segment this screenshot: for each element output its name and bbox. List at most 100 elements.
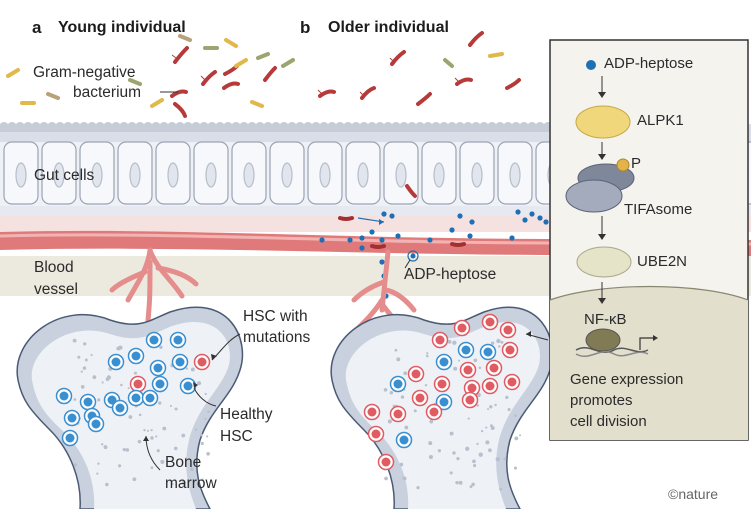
pathway-phosphate: P: [631, 155, 641, 172]
adp-heptose-molecule: [529, 211, 534, 216]
marrow-speck: [485, 427, 487, 429]
marrow-speck: [105, 483, 108, 486]
cell-nucleus: [16, 163, 26, 187]
marrow-speck: [498, 345, 500, 347]
marrow-speck: [174, 447, 178, 451]
marrow-speck: [416, 486, 419, 489]
marrow-speck: [205, 393, 207, 395]
marrow-speck: [384, 477, 388, 481]
marrow-speck: [74, 463, 77, 466]
adp-heptose-molecule: [359, 245, 364, 250]
marrow-speck: [162, 427, 166, 431]
marrow-speck: [134, 372, 137, 375]
label-gut-cells: Gut cells: [34, 166, 94, 185]
alpk1-protein-icon: [576, 106, 630, 138]
marrow-speck: [170, 405, 172, 407]
marrow-speck: [503, 458, 506, 461]
adp-heptose-molecule: [427, 237, 432, 242]
cell-nucleus: [206, 163, 216, 187]
marrow-speck: [147, 430, 149, 432]
marrow-speck: [496, 457, 500, 461]
marrow-speck: [157, 449, 160, 452]
cell-nucleus: [472, 163, 482, 187]
cell-nucleus: [358, 163, 368, 187]
marrow-speck: [106, 377, 110, 381]
marrow-speck: [186, 368, 188, 370]
pathway-outcome-1: Gene expression: [570, 371, 683, 388]
marrow-speck: [485, 440, 489, 444]
marrow-speck: [494, 404, 496, 406]
pathway-adp-heptose: ADP-heptose: [604, 55, 693, 72]
label-marrow: marrow: [165, 474, 217, 493]
cell-nucleus: [434, 163, 444, 187]
marrow-speck: [452, 341, 456, 345]
marrow-speck: [201, 442, 204, 445]
marrow-speck: [388, 419, 392, 423]
marrow-speck: [85, 359, 88, 362]
cell-nucleus: [282, 163, 292, 187]
adp-heptose-molecule: [543, 219, 548, 224]
marrow-speck: [118, 345, 122, 349]
adp-heptose-molecule: [381, 211, 386, 216]
marrow-speck: [479, 452, 483, 456]
marrow-speck: [465, 447, 469, 451]
pathway-nfkb: NF-κB: [584, 311, 627, 328]
marrow-speck: [120, 384, 123, 387]
label-bone: Bone: [165, 453, 201, 472]
label-mutations: mutations: [243, 328, 310, 347]
marrow-speck: [151, 429, 153, 431]
marrow-speck: [425, 384, 427, 386]
panel-b-title: Older individual: [328, 19, 449, 37]
marrow-speck: [195, 429, 197, 431]
marrow-speck: [118, 464, 121, 467]
adp-heptose-molecule: [449, 227, 454, 232]
marrow-speck: [479, 366, 482, 369]
marrow-speck: [488, 448, 492, 452]
adp-heptose-molecule: [469, 219, 474, 224]
label-gram-negative: Gram-negative: [33, 63, 136, 82]
marrow-speck: [158, 401, 161, 404]
label-hsc-with: HSC with: [243, 307, 308, 326]
adp-heptose-molecule: [522, 217, 527, 222]
marrow-speck: [73, 398, 76, 401]
marrow-speck: [496, 339, 500, 343]
cell-nucleus: [168, 163, 178, 187]
label-healthy: Healthy: [220, 405, 273, 424]
marrow-speck: [207, 410, 210, 413]
marrow-speck: [489, 405, 492, 408]
adp-heptose-molecule: [457, 213, 462, 218]
marrow-speck: [139, 414, 142, 417]
marrow-speck: [487, 408, 489, 410]
marrow-speck: [414, 409, 417, 412]
marrow-speck: [468, 417, 470, 419]
label-adp-heptose: ADP-heptose: [404, 265, 496, 284]
marrow-speck: [448, 340, 452, 344]
marrow-speck: [470, 485, 473, 488]
marrow-speck: [395, 349, 398, 352]
marrow-speck: [123, 448, 126, 451]
marrow-speck: [472, 460, 476, 464]
marrow-speck: [150, 436, 153, 439]
marrow-speck: [456, 457, 459, 460]
pathway-outcome-2: promotes: [570, 392, 633, 409]
marrow-speck: [428, 441, 432, 445]
marrow-speck: [138, 440, 142, 444]
label-bacterium: bacterium: [73, 83, 141, 102]
marrow-speck: [429, 455, 433, 459]
marrow-speck: [455, 481, 458, 484]
marrow-speck: [128, 415, 132, 419]
marrow-speck: [81, 371, 83, 373]
marrow-speck: [474, 358, 478, 362]
marrow-speck: [438, 449, 441, 452]
cell-nucleus: [130, 163, 140, 187]
label-vessel: vessel: [34, 280, 78, 299]
marrow-speck: [191, 368, 195, 372]
marrow-speck: [160, 460, 164, 464]
marrow-speck: [514, 437, 518, 441]
marrow-speck: [426, 352, 428, 354]
cell-nucleus: [320, 163, 330, 187]
marrow-speck: [125, 448, 129, 452]
marrow-speck: [514, 467, 517, 470]
pathway-ube2n: UBE2N: [637, 253, 687, 270]
